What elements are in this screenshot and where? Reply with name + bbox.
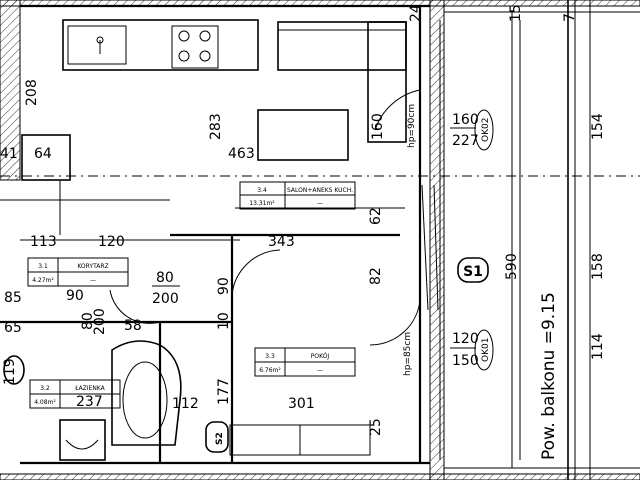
- room-name: SALON+ANEKS KUCH.: [287, 187, 353, 194]
- window-width: 160: [452, 112, 479, 128]
- dim-237: 237: [76, 394, 103, 410]
- dimension-labels: 283 463 208 113 120 343 160 62 82 90 10 …: [0, 4, 606, 436]
- washbasin: [59, 419, 106, 461]
- room-label-bathroom: 3.2 ŁAZIENKA 4.08m²: [29, 379, 121, 409]
- window-label-2: 120 150 OK01 hp=85cm: [403, 329, 494, 376]
- door-swing: [231, 249, 281, 296]
- room-flooring: —: [317, 367, 323, 374]
- balcony-area-label: Pow. balkonu =9.15: [539, 292, 559, 460]
- dim-158: 158: [590, 253, 606, 280]
- door-height: 200: [92, 308, 108, 335]
- window-label-1: 160 227 OK02 hp=90cm: [407, 104, 494, 151]
- room-number: 3.4: [257, 187, 267, 194]
- dim-343: 343: [268, 234, 295, 250]
- dim-112: 112: [172, 396, 199, 412]
- dim-160: 160: [370, 113, 386, 140]
- dim-463: 463: [228, 146, 255, 162]
- room-label-bedroom: 3.3 POKÓJ 6.76m² —: [254, 347, 356, 377]
- window-sill: hp=90cm: [407, 104, 417, 148]
- marker-label: S1: [463, 264, 483, 280]
- room-label-living: 3.4 SALON+ANEKS KUCH. 13.31m² —: [239, 181, 356, 210]
- room-flooring: —: [90, 277, 96, 284]
- balcony: [444, 0, 640, 480]
- dim-24: 24: [408, 4, 424, 22]
- window-code-tag: [474, 329, 494, 371]
- door-width: 80: [80, 312, 96, 330]
- toilet: [3, 355, 25, 385]
- dim-82: 82: [368, 267, 384, 285]
- window-code: OK02: [481, 118, 491, 142]
- dim-62: 62: [368, 207, 384, 225]
- room-number: 3.3: [265, 353, 275, 360]
- door-swing: [369, 299, 421, 346]
- bathtub: [111, 340, 182, 446]
- window-code: OK01: [481, 338, 491, 362]
- dim-177: 177: [216, 378, 232, 405]
- dim-208: 208: [24, 79, 40, 106]
- window-height: 150: [452, 353, 479, 369]
- dim-114: 114: [590, 333, 606, 360]
- dim-90: 90: [216, 277, 232, 295]
- dim-154: 154: [590, 113, 606, 140]
- radiators: [229, 424, 371, 456]
- window-code-tag: [474, 109, 494, 151]
- cooktop: [171, 25, 219, 69]
- room-flooring: —: [317, 200, 323, 207]
- room-label-corridor: 3.1 KORYTARZ 4.27m² —: [27, 257, 129, 287]
- dim-15: 15: [508, 4, 524, 22]
- door-width: 80: [156, 270, 174, 286]
- room-area: 13.31m²: [249, 200, 275, 207]
- dim-64: 64: [34, 146, 52, 162]
- dimension-lines: [20, 20, 521, 460]
- dim-65: 65: [4, 320, 22, 336]
- kitchen-counter: [62, 19, 259, 71]
- dim-113: 113: [30, 234, 57, 250]
- room-number: 3.1: [38, 263, 48, 270]
- dim-85: 85: [4, 290, 22, 306]
- dim-301: 301: [288, 396, 315, 412]
- dim-10: 10: [216, 312, 232, 330]
- dim-120: 120: [98, 234, 125, 250]
- door-swing: [109, 289, 161, 324]
- room-name: POKÓJ: [311, 353, 330, 360]
- room-number: 3.2: [40, 385, 50, 392]
- dim-590: 590: [504, 253, 520, 280]
- dim-58: 58: [124, 318, 142, 334]
- door-height: 200: [152, 291, 179, 307]
- room-name: ŁAZIENKA: [74, 385, 105, 392]
- sofa: [277, 21, 407, 143]
- dim-7: 7: [562, 13, 578, 22]
- window-sill: hp=85cm: [403, 332, 413, 376]
- door-swing: [374, 89, 421, 131]
- dim-41: 41: [0, 146, 18, 162]
- coffee-table: [257, 109, 349, 161]
- room-area: 4.27m²: [32, 277, 54, 284]
- wall-texture: [421, 184, 439, 311]
- marker-label: S2: [215, 432, 225, 445]
- window-width: 120: [452, 331, 479, 347]
- room-area: 6.76m²: [259, 367, 281, 374]
- dim-25: 25: [368, 418, 384, 436]
- section-marker-s2: S2: [205, 421, 229, 453]
- dim-119: 119: [2, 358, 18, 385]
- cabinet: [21, 134, 71, 181]
- door-width: 90: [66, 288, 84, 304]
- dim-283: 283: [208, 113, 224, 140]
- room-area: 4.08m²: [34, 399, 56, 406]
- sink: [67, 25, 127, 65]
- door-labels: 80 200 80 200 90: [66, 270, 180, 335]
- room-name: KORYTARZ: [77, 263, 108, 270]
- section-marker-s1: S1: [457, 257, 489, 283]
- window-height: 227: [452, 133, 479, 149]
